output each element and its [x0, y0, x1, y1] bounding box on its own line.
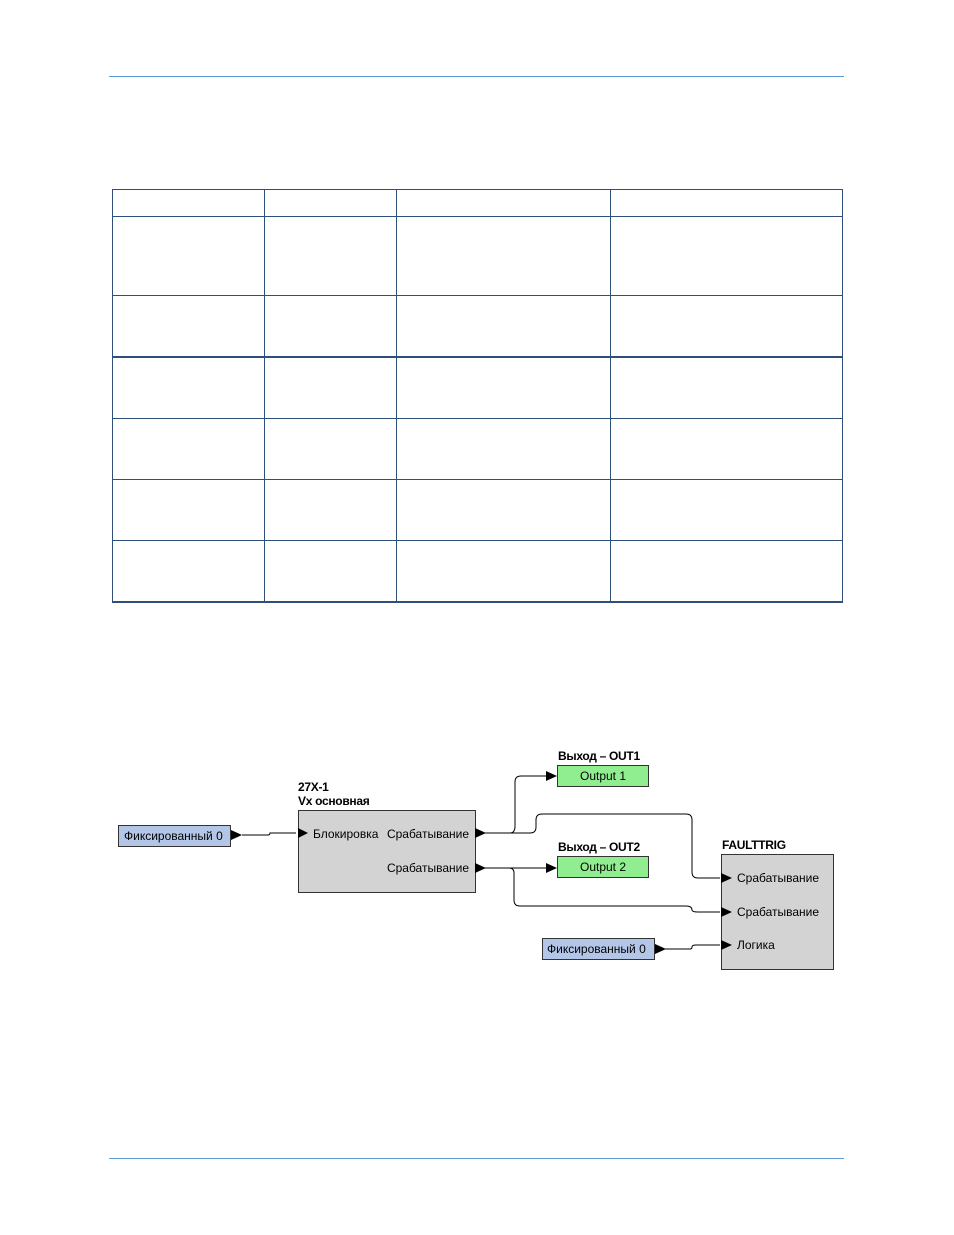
wire-out2-to-faulttrig: [484, 867, 720, 913]
table-cell: [112, 357, 265, 419]
table-cell: [396, 540, 611, 603]
table-header-cell: [112, 189, 265, 217]
output-out1[interactable]: Выход – OUT1 Output 1: [546, 749, 649, 787]
block-27x-input-label: Блокировка: [313, 827, 379, 841]
table-cell: [264, 357, 397, 419]
faulttrig-input2-label: Срабатывание: [737, 905, 819, 919]
block-27x-output2-label: Срабатывание: [387, 861, 469, 875]
block-27x-1[interactable]: 27X-1 Vx основная Блокировка Срабатывани…: [298, 780, 486, 893]
table-row: [112, 295, 843, 358]
table-row: [112, 357, 843, 419]
data-table: [112, 189, 843, 603]
header-rule: [109, 76, 844, 77]
wire-fixed-to-faulttrig-logic: [664, 944, 720, 950]
wire-out1-to-faulttrig: [484, 813, 720, 879]
output-arrow-icon: [655, 944, 666, 954]
fixed-right-label: Фиксированный 0: [547, 942, 646, 956]
wire-fixed-to-block-input: [242, 832, 296, 836]
output-arrow-icon: [475, 863, 486, 873]
wire-out1-to-output1: [484, 775, 546, 834]
table-row: [112, 479, 843, 541]
table-cell: [610, 357, 843, 419]
table-cell: [112, 540, 265, 603]
fixed-source-left[interactable]: Фиксированный 0: [118, 825, 243, 847]
faulttrig-title: FAULTTRIG: [722, 838, 786, 852]
output-arrow-icon: [231, 830, 242, 840]
out2-label: Output 2: [580, 860, 626, 874]
faulttrig-input3-label: Логика: [737, 938, 775, 952]
table-header-cell: [396, 189, 611, 217]
faulttrig-input1-label: Срабатывание: [737, 871, 819, 885]
wires: [242, 775, 720, 950]
table-header-row: [112, 189, 843, 217]
table-cell: [610, 479, 843, 541]
table-cell: [610, 216, 843, 296]
table-cell: [264, 216, 397, 296]
block-27x-subtitle: Vx основная: [298, 794, 370, 808]
table-row: [112, 418, 843, 480]
fixed-source-right[interactable]: Фиксированный 0: [542, 938, 667, 960]
out2-title: Выход – OUT2: [558, 840, 640, 854]
table-header-cell: [610, 189, 843, 217]
table-cell: [396, 418, 611, 480]
footer-rule: [109, 1158, 844, 1159]
table-cell: [610, 295, 843, 358]
table-cell: [396, 216, 611, 296]
table-cell: [264, 540, 397, 603]
fixed-left-label: Фиксированный 0: [124, 829, 223, 843]
table-row: [112, 216, 843, 296]
table-cell: [610, 418, 843, 480]
table-cell: [112, 479, 265, 541]
input-arrow-icon: [298, 828, 308, 838]
input-arrow-icon: [721, 907, 732, 917]
out1-label: Output 1: [580, 769, 626, 783]
table-cell: [396, 479, 611, 541]
input-arrow-icon: [721, 873, 732, 883]
table-cell: [112, 295, 265, 358]
block-27x-output1-label: Срабатывание: [387, 827, 469, 841]
input-arrow-icon: [546, 771, 557, 781]
table-cell: [396, 357, 611, 419]
input-arrow-icon: [721, 940, 732, 950]
input-arrow-icon: [546, 863, 557, 873]
table-cell: [396, 295, 611, 358]
output-arrow-icon: [475, 828, 486, 838]
table-cell: [610, 540, 843, 603]
table-cell: [112, 216, 265, 296]
table-cell: [264, 479, 397, 541]
table-row: [112, 540, 843, 603]
table-cell: [264, 418, 397, 480]
output-out2[interactable]: Выход – OUT2 Output 2: [546, 840, 649, 878]
table-cell: [112, 418, 265, 480]
block-faulttrig[interactable]: FAULTTRIG Срабатывание Срабатывание Логи…: [721, 838, 834, 970]
out1-title: Выход – OUT1: [558, 749, 640, 763]
block-27x-title: 27X-1: [298, 780, 329, 794]
